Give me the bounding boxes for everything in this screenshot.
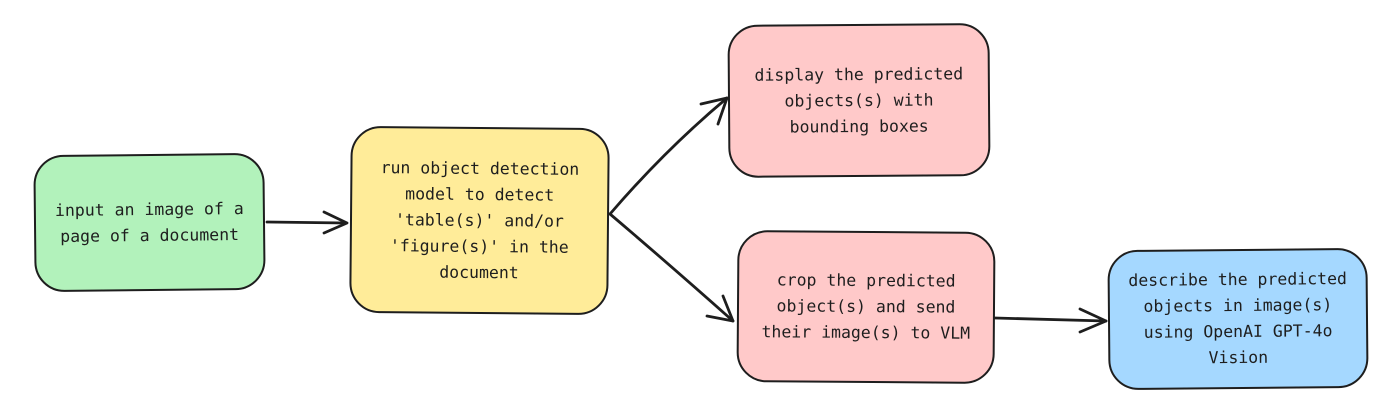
arrowhead-detect-to-display: [699, 96, 729, 126]
arrow-detect-to-display: [608, 96, 729, 216]
crop-objects-node: crop the predicted object(s) and send th…: [736, 230, 996, 384]
arrow-input-to-detect: [265, 220, 348, 225]
display-predictions-node-label: display the predicted objects(s) with bo…: [754, 63, 964, 136]
arrowhead-input-to-detect: [322, 210, 349, 235]
arrow-crop-to-describe: [993, 316, 1108, 323]
input-image-node-label: input an image of a page of a document: [54, 198, 244, 246]
arrowhead-detect-to-crop: [705, 294, 735, 323]
input-image-node: input an image of a page of a document: [33, 152, 266, 293]
arrowhead-crop-to-describe: [1078, 307, 1108, 334]
arrow-detect-to-crop: [608, 212, 735, 323]
describe-objects-node: describe the predicted objects in image(…: [1107, 247, 1369, 391]
describe-objects-node-label: describe the predicted objects in image(…: [1128, 269, 1347, 368]
display-predictions-node: display the predicted objects(s) with bo…: [727, 23, 991, 178]
crop-objects-node-label: crop the predicted object(s) and send th…: [761, 270, 971, 343]
object-detection-node: run object detection model to detect 'ta…: [349, 125, 610, 316]
object-detection-node-label: run object detection model to detect 'ta…: [380, 157, 580, 282]
